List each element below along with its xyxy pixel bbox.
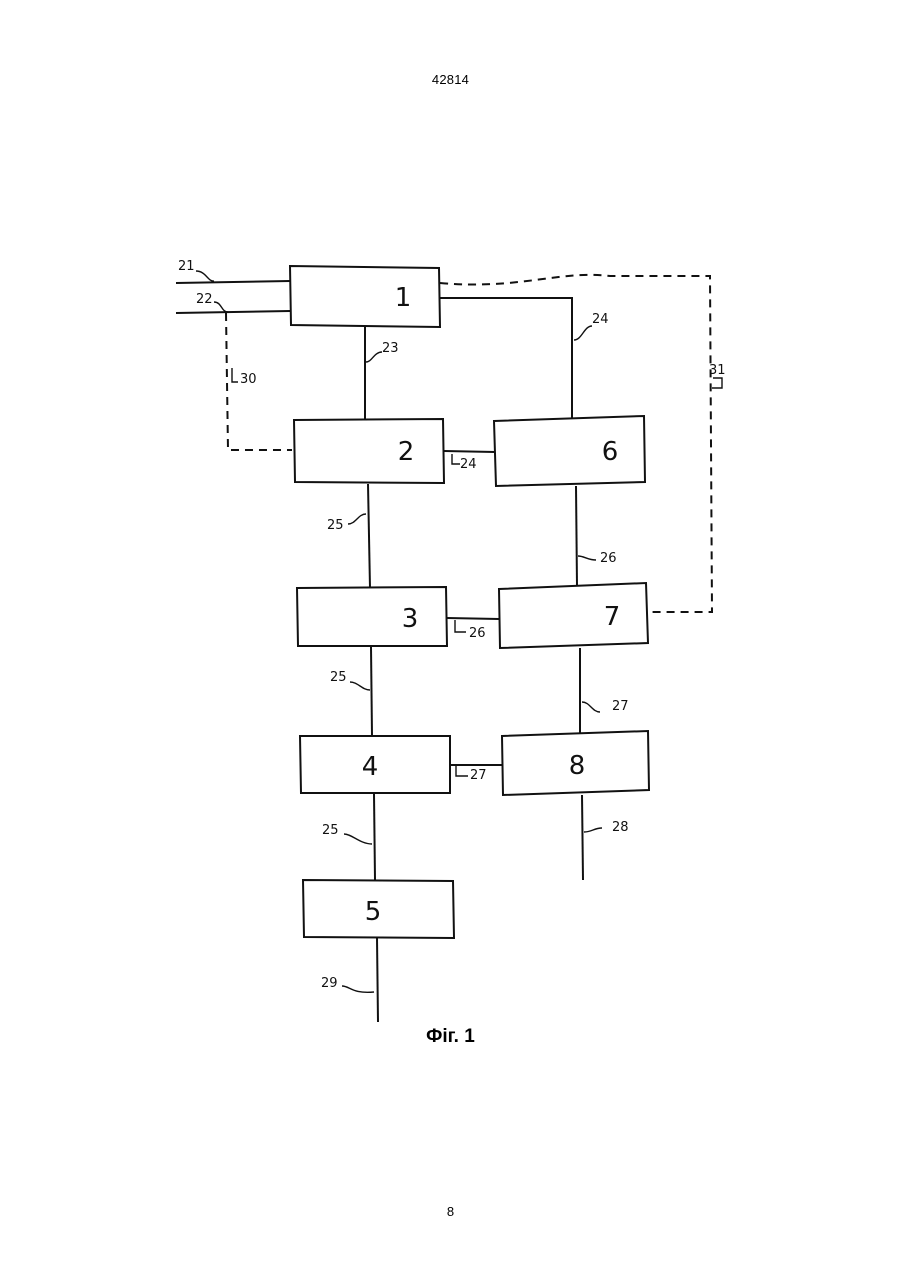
leader-27a [582, 702, 600, 712]
ref-31: 31 [709, 363, 726, 378]
figure-caption: Фіг. 1 [0, 1026, 901, 1048]
line-25-b [371, 647, 372, 736]
ref-24-top: 24 [592, 312, 609, 327]
block-6: 6 [494, 416, 645, 486]
line-26-vert [576, 486, 577, 586]
line-26-mid [447, 618, 499, 619]
input-line-22 [176, 311, 290, 313]
ref-30: 30 [240, 372, 257, 387]
ref-24-mid: 24 [460, 457, 477, 472]
line-25-a [368, 484, 370, 588]
line-24-mid [444, 451, 495, 452]
input-line-21 [176, 281, 290, 283]
leader-25c [344, 834, 372, 844]
block-7: 7 [499, 583, 648, 648]
block-4-label: 4 [362, 752, 379, 782]
line-28 [582, 795, 583, 880]
ref-25-c: 25 [322, 823, 339, 838]
ref-26-mid: 26 [469, 626, 486, 641]
ref-29: 29 [321, 976, 338, 991]
leader-28 [584, 828, 602, 832]
leader-31 [712, 378, 722, 388]
ref-21: 21 [178, 259, 195, 274]
leader-27b [456, 766, 468, 776]
page-number: 8 [0, 1204, 901, 1219]
block-8-label: 8 [569, 751, 586, 781]
leader-24a [574, 326, 592, 340]
ref-25-a: 25 [327, 518, 344, 533]
leader-23 [366, 352, 382, 362]
block-2: 2 [294, 419, 444, 483]
block-8: 8 [502, 731, 649, 795]
block-2-label: 2 [398, 437, 415, 467]
block-5-label: 5 [365, 897, 382, 927]
ref-26-vert: 26 [600, 551, 617, 566]
line-29 [377, 938, 378, 1022]
block-7-label: 7 [604, 602, 621, 632]
ref-22: 22 [196, 292, 213, 307]
leader-25b [350, 682, 370, 690]
leader-26a [578, 556, 596, 560]
line-24-top [440, 298, 572, 418]
line-25-c [374, 794, 375, 880]
ref-27-vert: 27 [612, 699, 629, 714]
leader-30 [232, 368, 238, 382]
block-1: 1 [290, 266, 440, 327]
leader-25a [348, 514, 366, 524]
leader-21 [196, 271, 214, 281]
leader-29 [342, 986, 374, 992]
block-5: 5 [303, 880, 454, 938]
leader-26b [455, 620, 466, 632]
ref-27-mid: 27 [470, 768, 487, 783]
ref-28: 28 [612, 820, 629, 835]
block-3: 3 [297, 587, 447, 646]
block-3-label: 3 [402, 604, 419, 634]
block-1-label: 1 [395, 283, 412, 313]
leader-22 [214, 302, 228, 312]
block-6-label: 6 [602, 437, 619, 467]
ref-25-b: 25 [330, 670, 347, 685]
leader-24b [452, 454, 460, 464]
block-4: 4 [300, 736, 450, 793]
ref-23: 23 [382, 341, 399, 356]
